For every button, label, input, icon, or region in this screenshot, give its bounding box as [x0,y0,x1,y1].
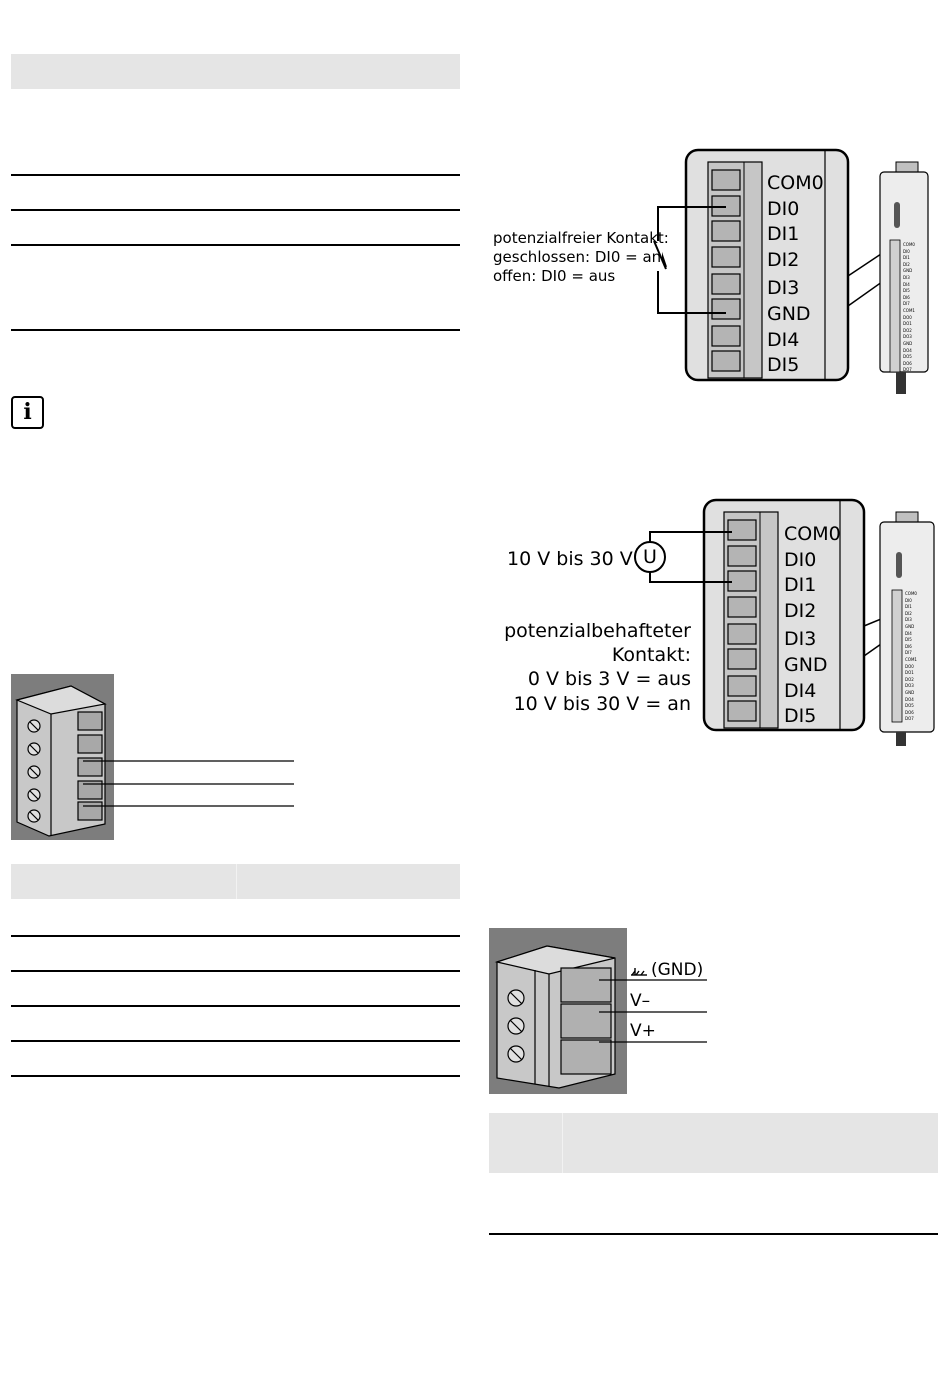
d1-terminal-label-di4: DI4 [767,329,800,351]
table2-rule-2 [11,970,460,972]
table-rule-1 [11,174,460,176]
table2-header-band [11,864,460,899]
module-pin-label: DI6 [903,294,910,300]
info-icon: i [11,396,44,429]
d1-terminal-label-di2: DI2 [767,249,800,271]
module-pin-label: GND [903,341,913,346]
module-pin-label: DI3 [903,275,910,280]
table-rule-3 [11,244,460,246]
module-pin-label: DI7 [903,301,910,307]
d2-terminal-label-com0: COM0 [784,523,841,545]
table-header-band [11,54,460,89]
table3-header-band [489,1113,938,1173]
module-pin-label: DO4 [905,696,914,702]
d1-terminal-label-di1: DI1 [767,223,800,245]
module-pin-label: COM0 [903,242,915,247]
d1-callout-line2: geschlossen: DI0 = an [493,248,662,266]
d1-terminal-label-com0: COM0 [767,172,824,194]
d2-terminal-label-di3: DI3 [784,628,817,650]
d1-terminal-label-di5: DI5 [767,354,800,376]
module-pin-label: GND [903,268,913,274]
diagram2-terminal-block [702,498,935,746]
table2-rule-5 [11,1075,460,1077]
d1-callout-line3: offen: DI0 = aus [493,267,616,285]
module-pin-label: DI2 [905,610,912,616]
table-rule-4 [11,329,460,331]
module-pin-label: DO2 [903,327,912,333]
d2-terminal-label-di0: DI0 [784,549,817,571]
d2-terminal-label-di4: DI4 [784,680,817,702]
power-label-v-plus: V+ [630,1021,656,1041]
module-pin-label: GND [905,690,915,695]
module-pin-label: DO7 [903,367,912,373]
module-pin-label: DI3 [905,617,912,623]
table2-rule-1 [11,935,460,937]
module-pin-label: DO0 [905,663,914,669]
module-pin-label: DO5 [903,354,912,360]
module-pin-label: DO3 [905,683,914,689]
module-pin-label: DI4 [905,630,912,636]
d2-source-symbol: U [643,546,657,568]
module-pin-label: COM0 [905,591,917,596]
d2-voltage-label: 10 V bis 30 V [507,548,633,570]
module-pin-label: DI1 [905,604,912,610]
power-label-gnd: (GND) [651,960,704,980]
module-pin-label: DI2 [903,261,910,267]
table2-header-divider [236,864,237,899]
d2-terminal-label-di2: DI2 [784,600,817,622]
five-pin-connector-illustration [11,674,294,840]
d2-terminal-label-gnd: GND [784,654,828,676]
module-pin-label: GND [905,624,915,629]
power-connector-illustration [489,928,707,1094]
d1-terminal-label-gnd: GND [767,303,811,325]
d2-callout-line3: 0 V bis 3 V = aus [527,668,691,690]
module-pin-label: DO3 [903,334,912,340]
module-pin-label: DI7 [905,650,912,656]
table3-rule-1 [489,1233,938,1235]
module-pin-label: DO6 [905,709,914,715]
d2-callout-line4: 10 V bis 30 V = an [513,693,691,715]
module-pin-label: DI6 [905,643,912,649]
module-pin-label: DI1 [903,255,910,261]
module-pin-label: DI4 [903,281,910,287]
module-pin-label: COM1 [903,308,915,313]
module-pin-label: DO6 [903,360,912,366]
module-pin-label: DI0 [905,597,912,603]
d1-terminal-label-di0: DI0 [767,198,800,220]
table3-header-divider [562,1113,563,1173]
d1-terminal-label-di3: DI3 [767,277,800,299]
module-pin-label: DO2 [905,676,914,682]
d2-terminal-label-di1: DI1 [784,574,817,596]
module-pin-label: COM1 [905,657,917,662]
d2-voltage-source-wiring [634,531,732,583]
d2-terminal-label-di5: DI5 [784,705,817,727]
module-pin-label: DI5 [905,637,912,643]
table-rule-2 [11,209,460,211]
power-label-v-minus: V– [630,991,651,1011]
module-pin-label: DO0 [903,314,912,320]
d2-callout-line1: potenzialbehafteter [504,620,691,642]
module-pin-label: DO5 [905,703,914,709]
module-pin-label: DO1 [905,670,914,676]
d2-callout-line2: Kontakt: [611,644,691,666]
diagram1-terminal-block [684,148,929,394]
module-pin-label: DO1 [903,321,912,327]
d1-callout-line1: potenzialfreier Kontakt: [493,229,669,247]
d1-contact-wiring [653,206,726,314]
module-pin-label: DI5 [903,288,910,294]
module-pin-label: DO4 [903,347,912,353]
module-pin-label: DO7 [905,716,914,722]
table2-rule-3 [11,1005,460,1007]
module-pin-label: DI0 [903,248,910,254]
table2-rule-4 [11,1040,460,1042]
